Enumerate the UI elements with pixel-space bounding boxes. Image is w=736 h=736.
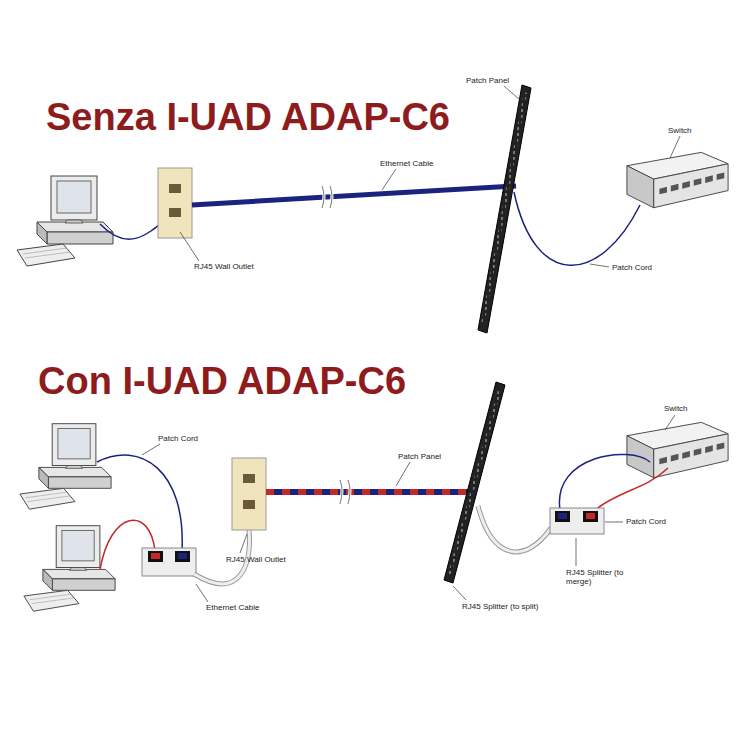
section-title: Senza I-UAD ADAP-C6: [46, 96, 450, 140]
callout-label: Patch Panel: [466, 76, 509, 85]
callout-label: Switch: [668, 126, 692, 135]
callout-label: RJ45 Wall Outlet: [226, 555, 286, 564]
callout-label: Patch Cord: [626, 517, 666, 526]
callout-label: Ethernet Cable: [380, 159, 433, 168]
callout-label: Patch Cord: [612, 263, 652, 272]
section-title: Con I-UAD ADAP-C6: [38, 360, 406, 404]
callout-label: Patch Panel: [398, 452, 441, 461]
callout-label: RJ45 Splitter (to merge): [566, 568, 628, 586]
callout-label: Switch: [664, 404, 688, 413]
callout-label: Patch Cord: [158, 434, 198, 443]
callout-label: Ethernet Cable: [206, 603, 264, 612]
callout-label: RJ45 Splitter (to split): [462, 602, 538, 611]
callout-label: RJ45 Wall Outlet: [194, 262, 254, 271]
